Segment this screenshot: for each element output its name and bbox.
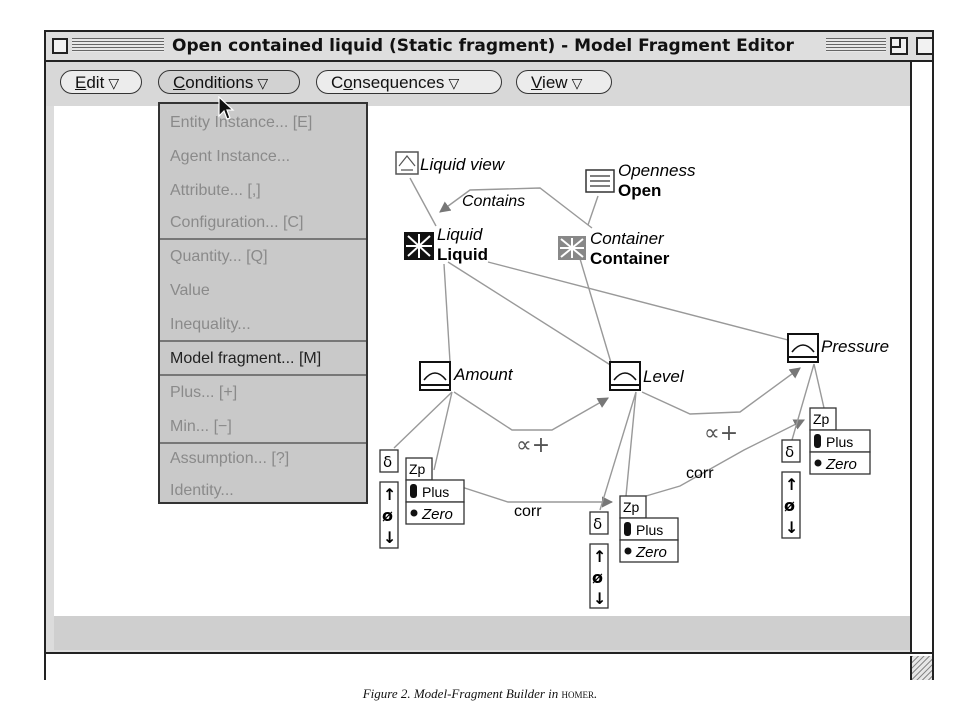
- edit-menu-button[interactable]: Edit▽: [60, 70, 142, 94]
- title-stripes-left: [72, 38, 164, 52]
- figure-caption: Figure 2. Model-Fragment Builder in home…: [0, 686, 960, 702]
- menu-item-model-fragment[interactable]: Model fragment... [M]: [170, 350, 322, 367]
- window-title: Open contained liquid (Static fragment) …: [166, 36, 800, 56]
- zoom-box[interactable]: [890, 37, 908, 55]
- conditions-menu-arrow-icon: ▽: [257, 75, 269, 91]
- caption-suffix: .: [594, 686, 598, 701]
- conditions-menu-label: Conditions: [173, 73, 254, 92]
- canvas-bottom-area: [54, 616, 910, 650]
- menu-separator: [160, 374, 366, 376]
- status-bar: [46, 652, 932, 680]
- menu-toolbar: Edit▽ Conditions▽ Consequences▽ View▽: [46, 62, 912, 106]
- caption-system-name: homer: [561, 686, 595, 701]
- view-menu-label: View: [531, 73, 568, 92]
- menu-item-min[interactable]: Min... [−]: [170, 418, 232, 435]
- menu-separator: [160, 238, 366, 240]
- view-menu-button[interactable]: View▽: [516, 70, 612, 94]
- consequences-menu-button[interactable]: Consequences▽: [316, 70, 502, 94]
- resize-grip-icon[interactable]: [910, 656, 932, 680]
- menu-item-quantity[interactable]: Quantity... [Q]: [170, 248, 268, 265]
- edit-menu-label: Edit: [75, 73, 105, 92]
- title-bar[interactable]: Open contained liquid (Static fragment) …: [46, 32, 932, 62]
- menu-item-entity-instance[interactable]: Entity Instance... [E]: [170, 114, 313, 131]
- menu-separator: [160, 340, 366, 342]
- menu-item-inequality[interactable]: Inequality...: [170, 316, 251, 333]
- edit-menu-arrow-icon: ▽: [108, 75, 120, 91]
- menu-item-value[interactable]: Value: [170, 282, 210, 299]
- caption-prefix: Figure 2. Model-Fragment Builder in: [362, 686, 562, 701]
- conditions-dropdown-menu: Entity Instance... [E] Agent Instance...…: [158, 102, 368, 504]
- consequences-menu-arrow-icon: ▽: [448, 75, 460, 91]
- menu-item-plus[interactable]: Plus... [+]: [170, 384, 238, 401]
- menu-item-attribute[interactable]: Attribute... [,]: [170, 182, 261, 199]
- menu-item-identity[interactable]: Identity...: [170, 482, 234, 499]
- menu-item-agent-instance[interactable]: Agent Instance...: [170, 148, 291, 165]
- menu-item-assumption[interactable]: Assumption... [?]: [170, 450, 290, 467]
- close-box[interactable]: [52, 38, 68, 54]
- conditions-menu-button[interactable]: Conditions▽: [158, 70, 300, 94]
- menu-separator: [160, 442, 366, 444]
- title-stripes-right: [826, 38, 886, 52]
- menu-item-configuration[interactable]: Configuration... [C]: [170, 214, 304, 231]
- vertical-scrollbar[interactable]: [910, 62, 932, 652]
- collapse-box[interactable]: [916, 37, 932, 55]
- view-menu-arrow-icon: ▽: [571, 75, 583, 91]
- mouse-pointer-icon: [218, 96, 235, 120]
- consequences-menu-label: Consequences: [331, 73, 445, 92]
- model-fragment-editor-window: Open contained liquid (Static fragment) …: [44, 30, 934, 680]
